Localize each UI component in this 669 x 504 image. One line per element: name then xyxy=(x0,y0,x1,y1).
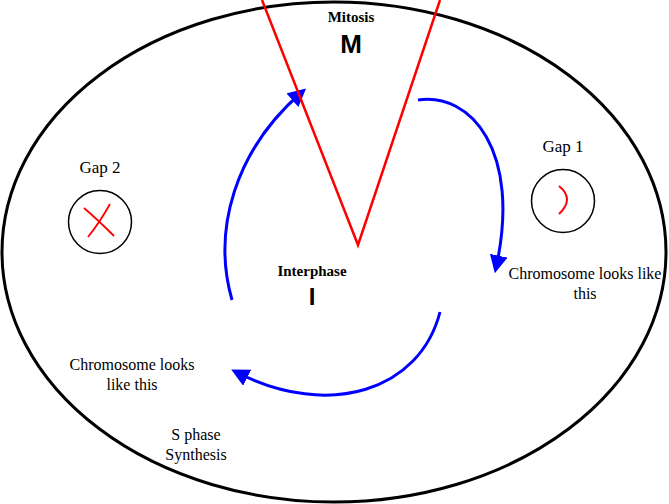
phase-name: Gap 2 xyxy=(47,157,153,178)
circle-outline xyxy=(69,191,132,254)
phase-name: S phase Synthesis xyxy=(156,425,236,465)
mitosis-wedge: MitosisM xyxy=(262,0,440,245)
phase-letter: M xyxy=(262,28,440,61)
phase-name: Interphase xyxy=(252,262,372,281)
chromosome-circle-outline xyxy=(530,168,596,234)
chromosome-caption: Chromosome looks like this xyxy=(57,355,207,395)
phase-name: Mitosis xyxy=(262,8,440,27)
chromosome-circle: Gap 1Chromosome looks like this xyxy=(530,168,596,234)
chromosome-caption: Chromosome looks like this xyxy=(505,264,665,304)
wedge-line xyxy=(262,0,440,245)
chromosome-symbol xyxy=(88,204,110,237)
cycle-arrow xyxy=(236,312,440,395)
circle-outline xyxy=(532,170,595,233)
chromosome-symbol xyxy=(559,186,567,214)
chromosome-circle-outline xyxy=(67,189,133,255)
cycle-arrow xyxy=(418,99,503,268)
phase-name: Gap 1 xyxy=(510,136,616,157)
phase-letter: I xyxy=(292,282,332,312)
chromosome-circle: Gap 2Chromosome looks like this xyxy=(67,189,133,255)
